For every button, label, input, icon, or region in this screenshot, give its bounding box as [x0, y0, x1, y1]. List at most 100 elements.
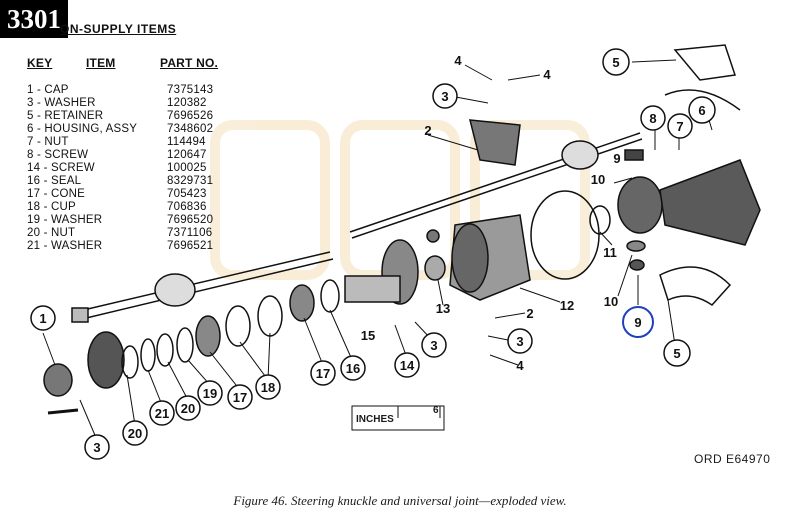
svg-text:19: 19	[203, 386, 217, 401]
row-item: 16 - SEAL	[27, 175, 82, 187]
row-part: 114494	[167, 136, 206, 148]
callout-17: 17	[227, 384, 253, 410]
callout-3c: 3	[432, 83, 458, 109]
row-part: 7696526	[167, 110, 214, 122]
table-row: 14 - SCREW 100025	[27, 162, 227, 175]
row-item: 8 - SCREW	[27, 149, 89, 161]
callout-1: 1	[30, 305, 56, 331]
callout-2b: 2	[526, 306, 533, 321]
callout-2: 2	[424, 123, 431, 138]
svg-text:11: 11	[603, 245, 617, 260]
svg-text:3: 3	[441, 89, 448, 104]
figure-caption: Figure 46. Steering knuckle and universa…	[233, 493, 567, 508]
svg-text:3: 3	[430, 338, 437, 353]
svg-text:9: 9	[613, 151, 620, 166]
svg-text:16: 16	[346, 361, 360, 376]
row-part: 7696521	[167, 240, 214, 252]
svg-text:10: 10	[604, 294, 618, 309]
callout-10: 10	[604, 294, 618, 309]
row-item: 1 - CAP	[27, 84, 69, 96]
row-part: 8329731	[167, 175, 214, 187]
table-row: 1 - CAP 7375143	[27, 84, 227, 97]
row-part: 705423	[167, 188, 207, 200]
svg-text:17: 17	[316, 366, 330, 381]
svg-text:20: 20	[181, 401, 195, 416]
callout-5-top: 5	[602, 48, 630, 76]
row-part: 100025	[167, 162, 207, 174]
callout-20: 20	[122, 420, 148, 446]
svg-text:5: 5	[673, 346, 680, 361]
svg-text:12: 12	[560, 298, 574, 313]
ruler-label: INCHES	[356, 414, 394, 425]
svg-text:10: 10	[591, 172, 605, 187]
callout-13: 13	[436, 301, 450, 316]
callout-4b: 4	[516, 358, 524, 373]
callout-9-highlighted: 9	[622, 306, 654, 338]
row-item: 20 - NUT	[27, 227, 76, 239]
callout-7: 7	[667, 113, 693, 139]
callout-4: 4	[454, 53, 462, 68]
callout-11: 11	[603, 245, 617, 260]
callout-3d: 3	[507, 328, 533, 354]
table-row: 17 - CONE 705423	[27, 188, 227, 201]
ruler-max: 6	[433, 405, 439, 416]
callout-19: 19	[197, 380, 223, 406]
table-row: 3 - WASHER 120382	[27, 97, 227, 110]
callout-10b: 10	[591, 172, 605, 187]
row-item: 7 - NUT	[27, 136, 69, 148]
axle-shaft	[71, 132, 643, 323]
col-header-item: ITEM	[86, 56, 116, 70]
svg-text:2: 2	[424, 123, 431, 138]
svg-text:17: 17	[233, 390, 247, 405]
callout-3: 3	[84, 434, 110, 460]
svg-text:3: 3	[93, 440, 100, 455]
row-part: 7696520	[167, 214, 214, 226]
callout-9: 9	[613, 151, 620, 166]
svg-text:8: 8	[649, 111, 656, 126]
callout-3b: 3	[421, 332, 447, 358]
row-item: 5 - RETAINER	[27, 110, 104, 122]
callout-12: 12	[560, 298, 574, 313]
row-part: 706836	[167, 201, 207, 213]
row-item: 17 - CONE	[27, 188, 86, 200]
svg-text:4: 4	[454, 53, 462, 68]
table-row: 16 - SEAL 8329731	[27, 175, 227, 188]
callout-4c: 4	[543, 67, 551, 82]
table-title: ON-SUPPLY ITEMS	[60, 22, 177, 36]
callout-20b: 20	[175, 395, 201, 421]
svg-text:18: 18	[261, 380, 275, 395]
table-row: 20 - NUT 7371106	[27, 227, 227, 240]
row-item: 21 - WASHER	[27, 240, 103, 252]
page-number-badge: 3301	[0, 0, 68, 38]
callout-16: 16	[340, 355, 366, 381]
svg-text:9: 9	[634, 315, 641, 330]
svg-text:15: 15	[361, 328, 375, 343]
svg-text:4: 4	[516, 358, 524, 373]
table-row: 21 - WASHER 7696521	[27, 240, 227, 253]
callout-17b: 17	[310, 360, 336, 386]
axle-housing	[589, 44, 761, 306]
callout-21: 21	[149, 400, 175, 426]
row-part: 7375143	[167, 84, 214, 96]
callout-8: 8	[640, 105, 666, 131]
row-part: 120382	[167, 97, 207, 109]
row-part: 7371106	[167, 227, 213, 239]
callout-5-bottom: 5	[663, 339, 691, 367]
svg-text:2: 2	[526, 306, 533, 321]
col-header-key: KEY	[27, 56, 53, 70]
svg-text:7: 7	[676, 119, 683, 134]
svg-text:3: 3	[516, 334, 523, 349]
row-item: 3 - WASHER	[27, 97, 96, 109]
ord-number: ORD E64970	[694, 452, 771, 466]
row-item: 14 - SCREW	[27, 162, 95, 174]
svg-text:4: 4	[543, 67, 551, 82]
col-header-part: PART NO.	[160, 56, 219, 70]
table-row: 7 - NUT 114494	[27, 136, 227, 149]
svg-text:20: 20	[128, 426, 142, 441]
inches-ruler	[351, 405, 445, 431]
callout-6: 6	[688, 96, 716, 124]
